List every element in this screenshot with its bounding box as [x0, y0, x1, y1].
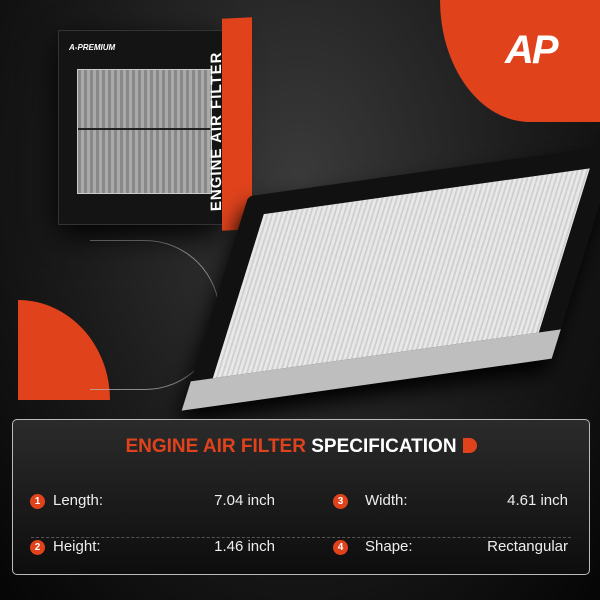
spec-title: ENGINE AIR FILTER SPECIFICATION	[13, 436, 589, 458]
number-badge: 1	[30, 494, 45, 509]
box-brand: A-PREMIUM	[69, 43, 116, 52]
spec-value: 7.04 inch	[214, 492, 275, 509]
number-badge: 3	[333, 494, 348, 509]
spec-panel: ENGINE AIR FILTER SPECIFICATION 1 Length…	[12, 419, 590, 575]
spec-label: Height:	[53, 538, 101, 555]
divider	[31, 537, 571, 538]
spec-label: Length:	[53, 492, 104, 509]
box-filter-image	[77, 69, 212, 194]
spec-value: 1.46 inch	[214, 538, 275, 555]
number-badge: 2	[30, 540, 45, 555]
box-side-title: ENGINE AIR FILTER	[208, 51, 225, 212]
spec-label: Width:	[365, 492, 408, 509]
title-rest: SPECIFICATION	[311, 436, 457, 457]
spec-value: Rectangular	[487, 538, 568, 555]
spec-value: 4.61 inch	[507, 492, 568, 509]
number-badge: 4	[333, 540, 348, 555]
brand-logo: AP	[505, 28, 559, 72]
spec-label: Shape:	[365, 538, 413, 555]
product-box: A-PREMIUM	[58, 30, 223, 225]
title-accent: ENGINE AIR FILTER	[125, 436, 306, 457]
d-logo-icon	[462, 438, 477, 453]
